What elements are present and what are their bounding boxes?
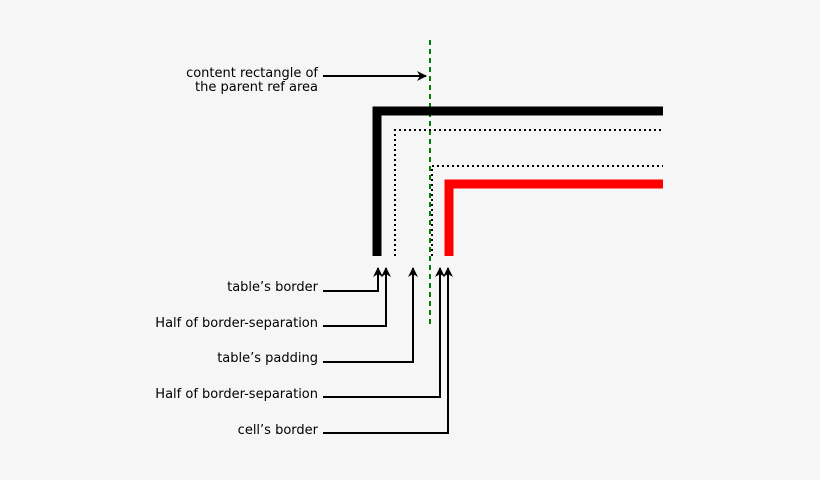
half-separation-label-2: Half of border-separation [155,387,318,402]
half-separation-label-1: Half of border-separation [155,316,318,331]
table-separation-dotted-line [394,129,663,256]
cell-separation-dotted-line [431,165,663,256]
half-separation-arrow-2 [323,267,445,398]
half-separation-arrow-1 [323,267,391,327]
tables-border-label: table’s border [227,280,319,295]
cell-border-shape [444,179,663,256]
cells-border-label: cell’s border [238,423,319,438]
cells-border-arrow [323,267,453,434]
tables-border-arrow [323,267,383,292]
content-rect-label-line1: content rectangle of [186,66,318,81]
table-border-shape [372,106,663,256]
content-rect-label-line2: the parent ref area [195,80,318,95]
tables-padding-label: table’s padding [217,351,318,366]
tables-padding-arrow [323,267,418,363]
